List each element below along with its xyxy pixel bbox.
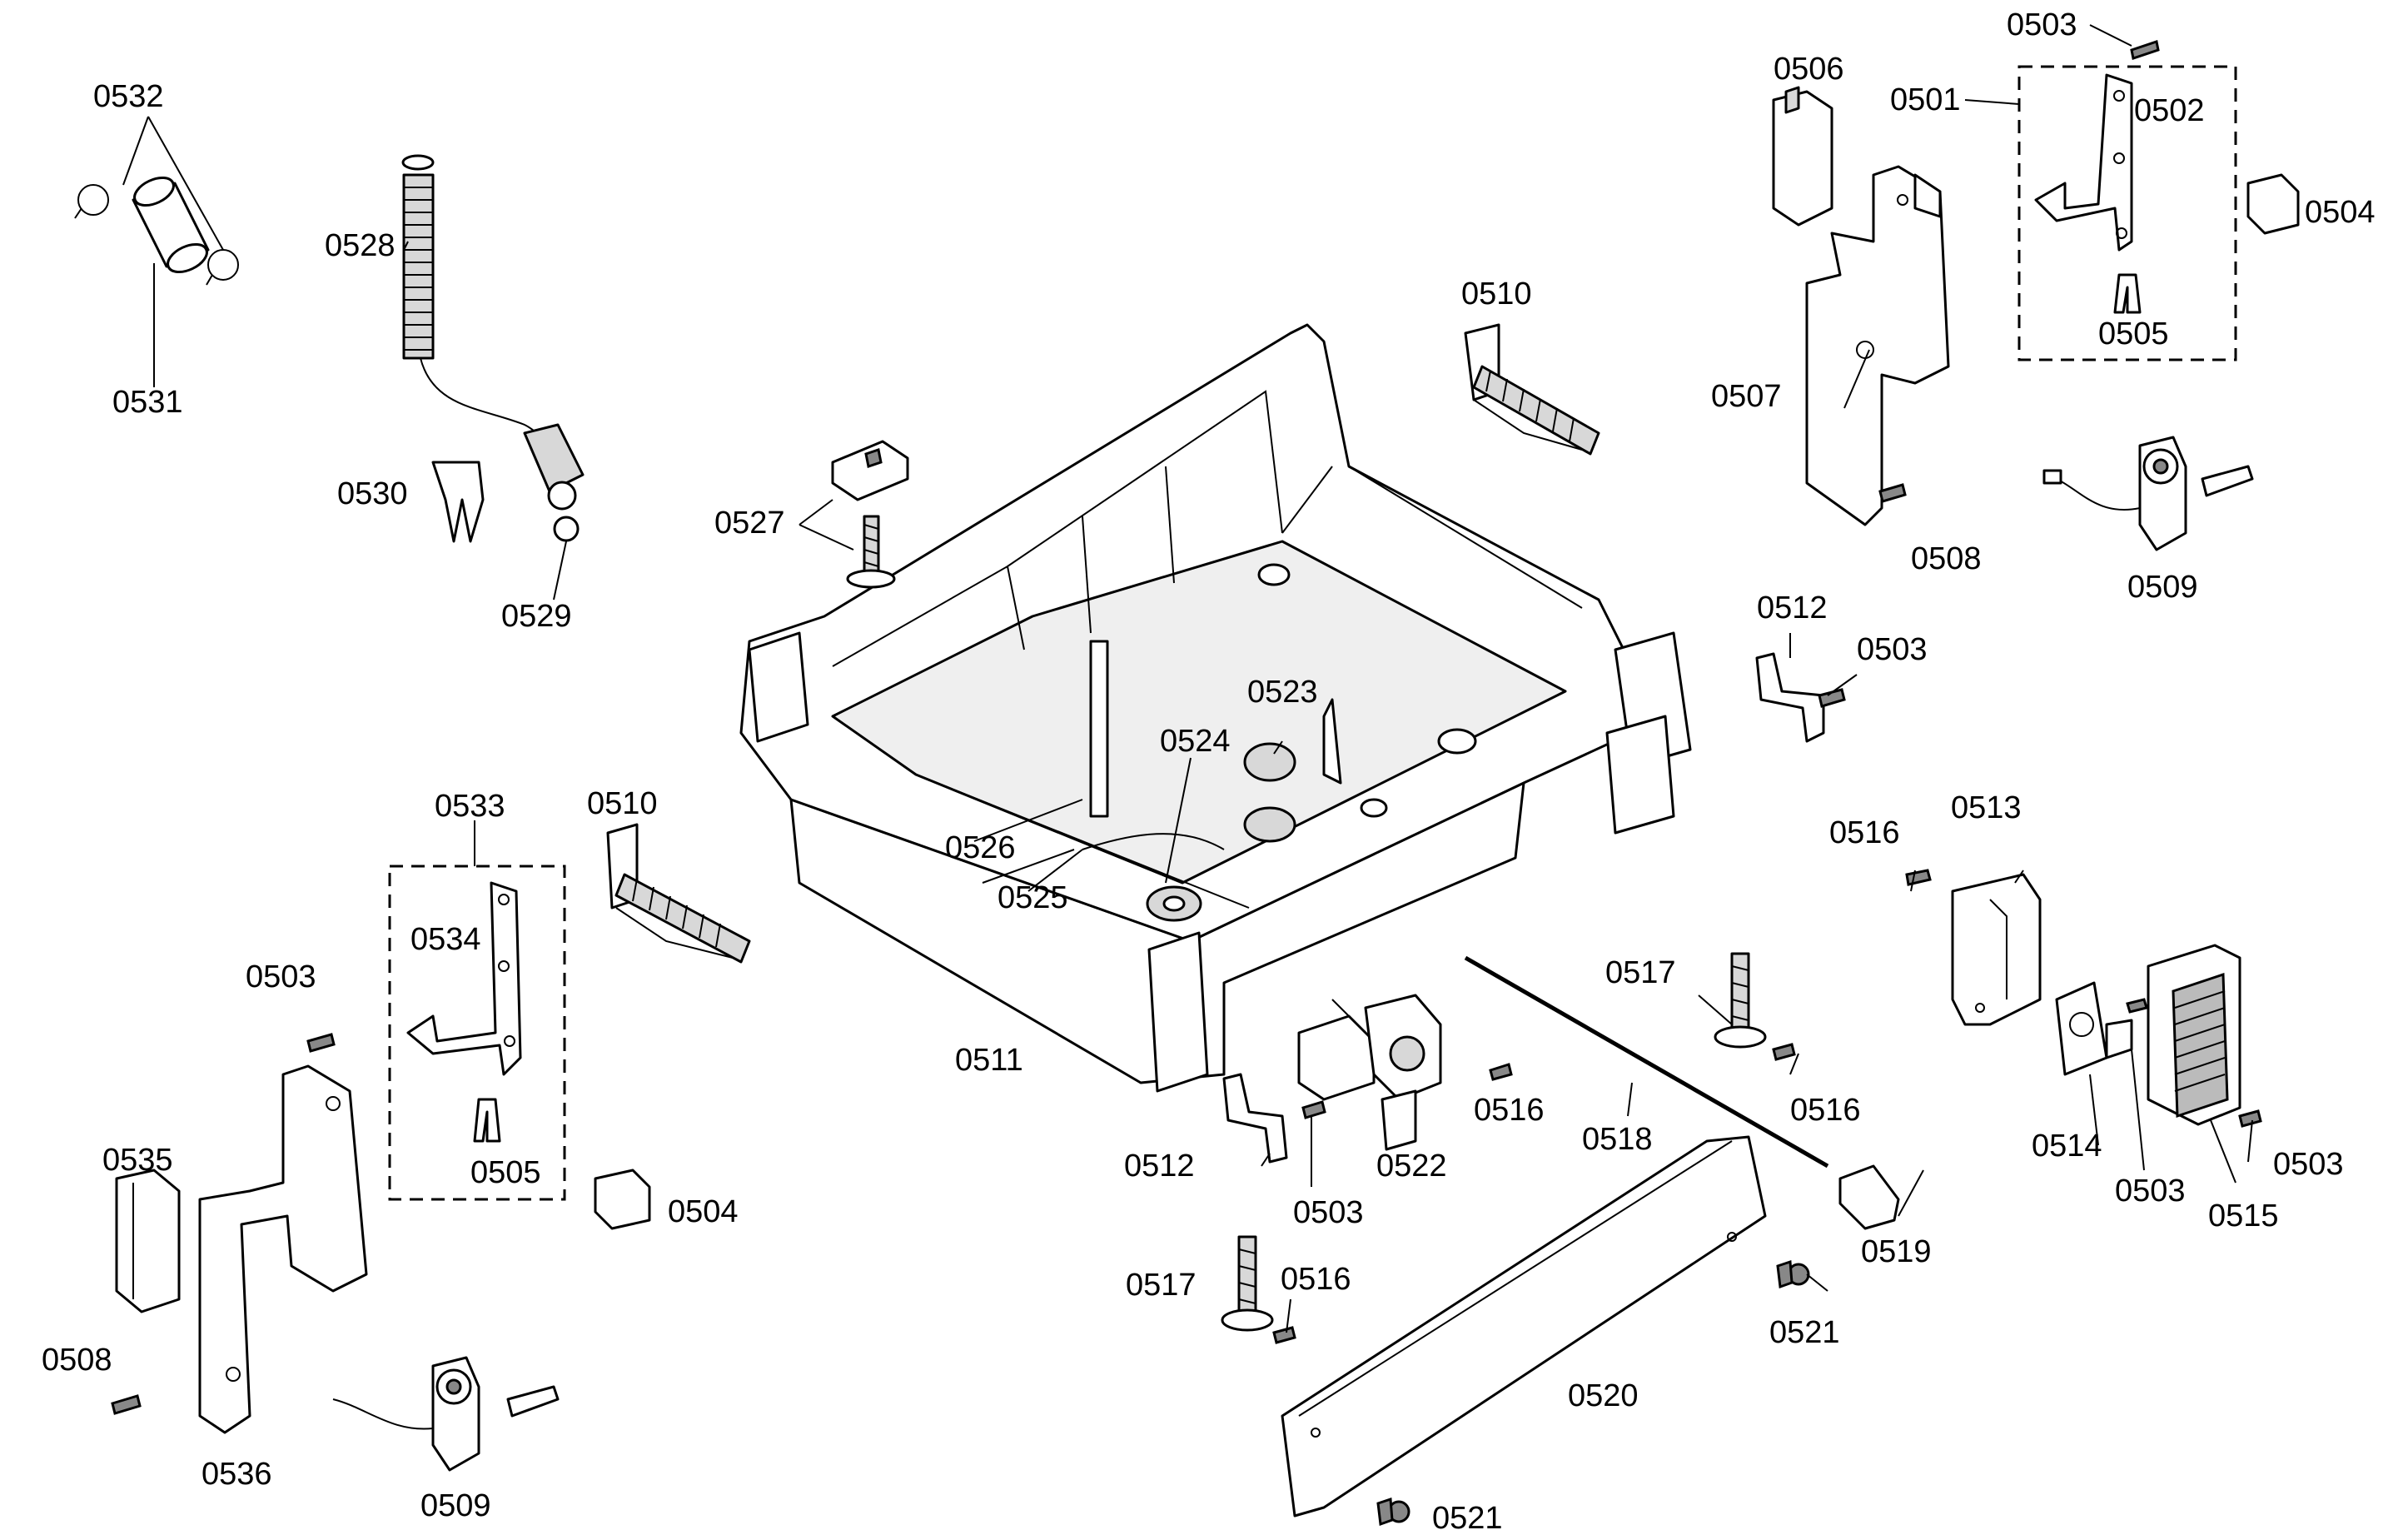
part-labels: 0532 0531 0528 0530 0529 0527 0510 0506 … xyxy=(42,7,2376,1530)
screw-0521 xyxy=(1376,1259,1810,1527)
label-0521-lower: 0521 xyxy=(1432,1501,1503,1530)
vent-cover-0515 xyxy=(2147,944,2241,1126)
label-0518: 0518 xyxy=(1582,1122,1653,1157)
kickplate-0520 xyxy=(1281,1135,1767,1518)
leveling-foot-0517-right xyxy=(1714,952,1767,1049)
block-0504-left xyxy=(594,1169,651,1230)
label-0505-left: 0505 xyxy=(470,1155,541,1190)
side-panel-0507 xyxy=(1805,165,1950,526)
screw-0516-right-top xyxy=(1905,869,1932,886)
inlet-valve-0522 xyxy=(1297,994,1442,1151)
label-0511: 0511 xyxy=(955,1043,1023,1078)
label-0526: 0526 xyxy=(945,830,1016,865)
knob-0519 xyxy=(1838,1164,1900,1230)
label-0506: 0506 xyxy=(1774,52,1844,87)
label-0520: 0520 xyxy=(1568,1378,1639,1413)
label-0503-bottom: 0503 xyxy=(2115,1174,2186,1209)
screw-0508-left xyxy=(111,1394,142,1415)
bracket-0535 xyxy=(115,1169,181,1313)
door-latch-0509-left xyxy=(332,1356,560,1472)
screw-0516-mid xyxy=(1272,1043,1796,1344)
label-0512-right: 0512 xyxy=(1757,591,1828,625)
label-0504-left: 0504 xyxy=(668,1194,739,1229)
bracket-0514 xyxy=(2055,981,2133,1076)
label-0532: 0532 xyxy=(93,79,164,114)
corrugated-hose xyxy=(401,154,585,542)
label-0522: 0522 xyxy=(1376,1149,1447,1184)
label-0533: 0533 xyxy=(435,789,505,824)
label-0524: 0524 xyxy=(1160,724,1231,759)
label-0510-left: 0510 xyxy=(587,786,658,821)
label-0525: 0525 xyxy=(998,880,1068,915)
label-0529: 0529 xyxy=(501,599,572,634)
label-0509-right: 0509 xyxy=(2127,570,2198,605)
label-0504-right: 0504 xyxy=(2305,195,2376,230)
cover-0513 xyxy=(1951,873,2042,1026)
screw-0503-left xyxy=(306,1033,336,1053)
label-0530: 0530 xyxy=(337,476,408,511)
label-0516-left: 0516 xyxy=(1281,1262,1351,1297)
label-0508-left: 0508 xyxy=(42,1343,112,1378)
label-0534: 0534 xyxy=(410,922,481,957)
label-0531: 0531 xyxy=(112,385,183,420)
label-0528: 0528 xyxy=(325,228,396,263)
label-0517-left: 0517 xyxy=(1126,1268,1197,1303)
label-0503-left: 0503 xyxy=(246,959,316,994)
label-0514: 0514 xyxy=(2032,1129,2102,1164)
drain-tube-with-clamps xyxy=(74,176,239,286)
label-0536: 0536 xyxy=(201,1457,272,1492)
door-latch-0509-right xyxy=(2042,436,2254,551)
door-spring-left xyxy=(606,823,751,964)
bracket-group-0501 xyxy=(2017,40,2300,361)
label-0507: 0507 xyxy=(1711,379,1782,414)
screw-0503-mid xyxy=(1301,1100,1326,1119)
label-0516-right-low: 0516 xyxy=(1790,1093,1861,1128)
side-panel-0536 xyxy=(198,1064,368,1434)
label-0503-mid: 0503 xyxy=(1293,1195,1364,1230)
label-0508-right: 0508 xyxy=(1911,541,1982,576)
label-0519: 0519 xyxy=(1861,1234,1932,1269)
bracket-0512-lower xyxy=(1222,1073,1288,1164)
hose-clip xyxy=(431,461,485,543)
label-0503-far-right: 0503 xyxy=(2273,1147,2344,1182)
base-tub xyxy=(739,323,1692,1093)
leader-lines xyxy=(122,24,2253,1333)
label-0516-right-top: 0516 xyxy=(1829,815,1900,850)
bracket-group-0533 xyxy=(388,865,566,1201)
label-0527: 0527 xyxy=(714,506,785,541)
screw-0508-right xyxy=(1878,483,1907,503)
label-0512-lower: 0512 xyxy=(1124,1149,1195,1184)
label-0501: 0501 xyxy=(1890,82,1961,117)
label-0510-top: 0510 xyxy=(1461,277,1532,311)
label-0503-right: 0503 xyxy=(1857,632,1928,667)
label-0516-mid: 0516 xyxy=(1474,1093,1545,1128)
label-0515: 0515 xyxy=(2208,1199,2279,1233)
screw-0503-near-0515 xyxy=(2126,998,2262,1128)
label-0517-right: 0517 xyxy=(1605,955,1676,990)
label-0513: 0513 xyxy=(1951,790,2022,825)
bracket-0512-right xyxy=(1755,652,1825,743)
door-spring-top xyxy=(1464,323,1600,456)
label-0521-upper: 0521 xyxy=(1769,1315,1840,1350)
leveling-foot-top xyxy=(831,440,909,589)
label-0509-left: 0509 xyxy=(420,1488,491,1523)
leveling-foot-0517-left xyxy=(1221,1235,1274,1332)
label-0502: 0502 xyxy=(2134,93,2205,128)
label-0503-top: 0503 xyxy=(2007,7,2077,42)
bracket-0506 xyxy=(1772,86,1833,227)
label-0523: 0523 xyxy=(1247,675,1318,710)
label-0535: 0535 xyxy=(102,1143,173,1178)
rod-0518 xyxy=(1464,955,1829,1169)
label-0505-right: 0505 xyxy=(2098,316,2169,351)
